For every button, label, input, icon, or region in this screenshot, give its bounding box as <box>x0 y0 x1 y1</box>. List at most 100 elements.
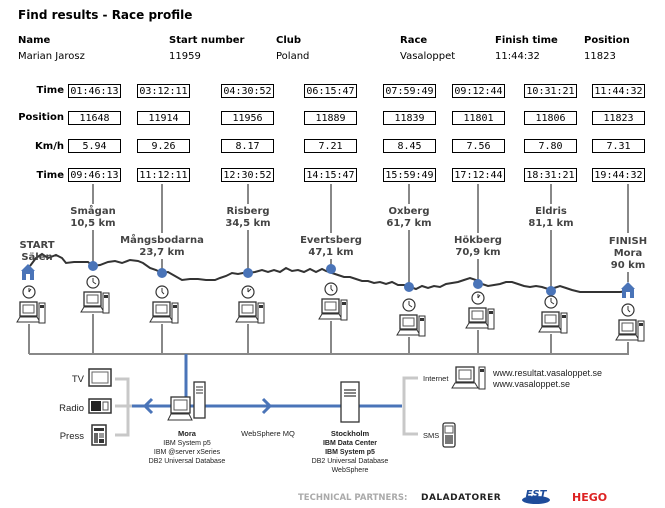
tv-icon <box>88 368 112 387</box>
clock-icon <box>22 285 36 299</box>
link-label: WebSphere MQ <box>241 429 295 438</box>
finish-location: Mora <box>614 248 643 259</box>
partner-daladatorer-logo: DALADATORER <box>421 493 501 503</box>
clock-icon <box>471 291 485 305</box>
url-results: www.resultat.vasaloppet.se <box>492 368 602 378</box>
value-start-number: 11959 <box>169 51 201 62</box>
computer-icon <box>149 301 179 324</box>
mora-line-3: DB2 Universal Database <box>149 458 226 465</box>
clock-icon <box>544 295 558 309</box>
split-clock-cell: 14:15:47 <box>304 168 357 182</box>
clock-icon <box>241 285 255 299</box>
checkpoint-name: Mångsbodarna <box>120 233 204 246</box>
start-location: Sälen <box>21 252 52 263</box>
output-radio: Radio <box>59 403 84 414</box>
split-position-cell: 11648 <box>68 111 121 125</box>
finish-label: FINISH <box>609 236 647 247</box>
value-position: 11823 <box>584 51 616 62</box>
split-kmh-cell: 7.31 <box>592 139 645 153</box>
header-finish-time: Finish time <box>495 35 558 46</box>
split-position-cell: 11889 <box>304 111 357 125</box>
split-position-cell: 11823 <box>592 111 645 125</box>
distribution-bracket <box>402 376 418 436</box>
stockholm-line-2: WebSphere <box>332 467 369 474</box>
computer-icon <box>465 307 495 330</box>
finish-house-icon <box>621 282 635 298</box>
row-label-position: Position <box>18 112 64 123</box>
row-label-time: Time <box>36 85 64 96</box>
split-time-cell: 04:30:52 <box>221 84 274 98</box>
partner-est-logo: EST <box>522 489 550 504</box>
split-kmh-cell: 5.94 <box>68 139 121 153</box>
checkpoint-distance: 81,1 km <box>528 218 573 229</box>
checkpoint-dot <box>326 264 336 274</box>
url-main: www.vasaloppet.se <box>492 379 570 389</box>
partners-label: TECHNICAL PARTNERS: <box>298 493 407 503</box>
header-start-number: Start number <box>169 35 245 46</box>
timing-station-icon <box>149 285 179 324</box>
timing-station-icon <box>80 275 110 314</box>
split-kmh-cell: 8.17 <box>221 139 274 153</box>
output-sms: SMS <box>423 431 439 440</box>
svg-text:EST: EST <box>526 489 548 500</box>
split-position-cell: 11801 <box>452 111 505 125</box>
timing-station-icon <box>16 285 46 324</box>
stockholm-line-1: DB2 Universal Database <box>312 458 389 465</box>
split-kmh-cell: 7.80 <box>524 139 577 153</box>
value-name: Marian Jarosz <box>18 51 85 62</box>
value-club: Poland <box>276 51 310 62</box>
checkpoint-name: Hökberg <box>454 235 502 246</box>
split-time-cell: 06:15:47 <box>304 84 357 98</box>
split-time-cell: 07:59:49 <box>383 84 436 98</box>
checkpoint-dot <box>546 286 556 296</box>
checkpoint-distance: 23,7 km <box>139 247 184 258</box>
computer-icon <box>16 301 46 324</box>
computer-icon <box>538 311 568 334</box>
checkpoint-dot <box>404 282 414 292</box>
split-time-cell: 03:12:11 <box>137 84 190 98</box>
checkpoint-dot <box>243 268 253 278</box>
header-position: Position <box>584 35 630 46</box>
mora-line-1: IBM System p5 <box>163 440 211 447</box>
checkpoint-name: Evertsberg <box>300 235 362 246</box>
checkpoint-dot <box>157 268 167 278</box>
computer-icon <box>80 291 110 314</box>
split-time-cell: 10:31:21 <box>524 84 577 98</box>
value-finish-time: 11:44:32 <box>495 51 540 62</box>
timing-station-icon <box>318 282 348 321</box>
clock-icon <box>86 275 100 289</box>
split-kmh-cell: 7.56 <box>452 139 505 153</box>
stockholm-bold-line-1: IBM Data Center <box>323 440 377 447</box>
checkpoint-name: Eldris <box>535 206 567 217</box>
output-tv: TV <box>72 374 85 385</box>
checkpoint-name: Smågan <box>70 204 115 217</box>
computer-icon <box>396 314 426 337</box>
computer-icon <box>235 301 265 324</box>
mora-title: Mora <box>178 429 197 438</box>
arrow-right-icon <box>261 397 273 415</box>
header-name: Name <box>18 35 51 46</box>
split-clock-cell: 09:46:13 <box>68 168 121 182</box>
split-clock-cell: 17:12:44 <box>452 168 505 182</box>
timing-station-icon <box>538 295 568 334</box>
split-clock-cell: 15:59:49 <box>383 168 436 182</box>
checkpoint-distance: 47,1 km <box>308 247 353 258</box>
mobile-phone-icon <box>442 422 456 448</box>
split-time-cell: 11:44:32 <box>592 84 645 98</box>
timing-station-icon <box>615 303 645 342</box>
finish-distance: 90 km <box>611 260 645 271</box>
checkpoint-distance: 61,7 km <box>386 218 431 229</box>
timing-station-icon <box>396 298 426 337</box>
split-clock-cell: 12:30:52 <box>221 168 274 182</box>
row-label-clock-time: Time <box>36 170 64 181</box>
computer-icon <box>318 298 348 321</box>
split-kmh-cell: 9.26 <box>137 139 190 153</box>
page-title: Find results - Race profile <box>18 8 193 22</box>
arrow-left-icon <box>142 397 154 415</box>
start-house-icon <box>21 264 35 280</box>
split-position-cell: 11956 <box>221 111 274 125</box>
stockholm-server-icon <box>340 381 360 423</box>
split-position-cell: 11806 <box>524 111 577 125</box>
checkpoint-distance: 34,5 km <box>225 218 270 229</box>
